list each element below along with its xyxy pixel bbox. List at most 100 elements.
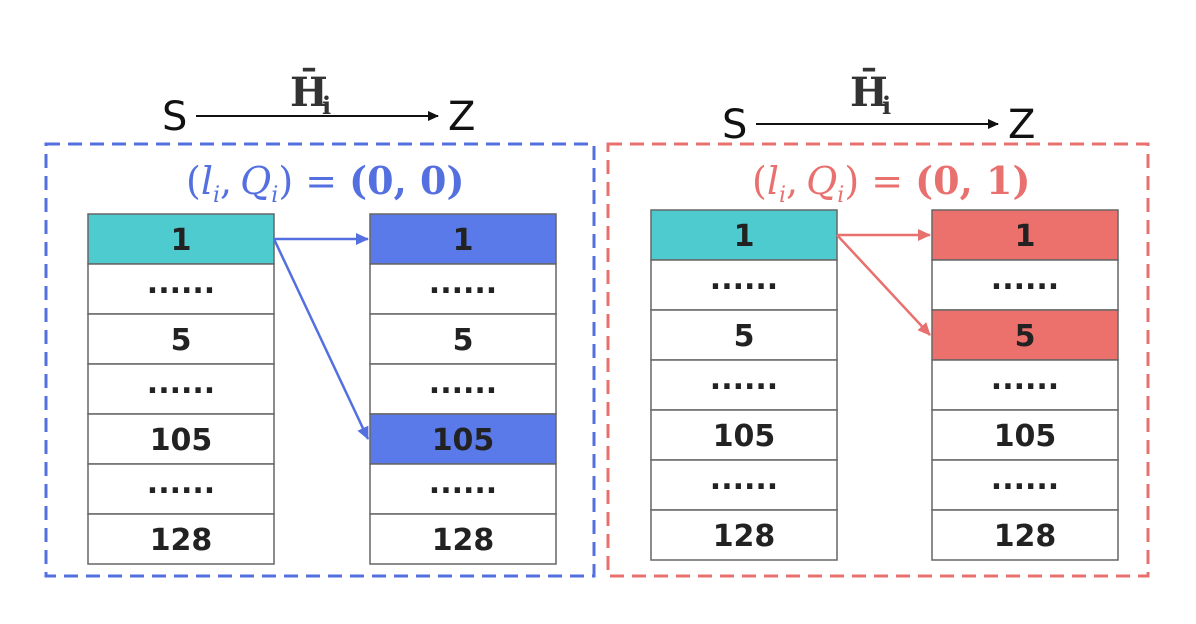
formula-rparen: ) <box>278 159 293 203</box>
table-cell: 105 <box>87 413 275 465</box>
formula-rparen: ) <box>844 159 859 203</box>
source-set-label: S <box>722 102 747 148</box>
formula-sep: , <box>786 159 798 203</box>
mapping-symbol: H̄ <box>290 69 328 116</box>
table-cell: 1 <box>931 209 1119 261</box>
cell-label: ...... <box>991 262 1059 297</box>
table-cell: 128 <box>931 509 1119 561</box>
formula-l-sub: i <box>779 183 786 208</box>
cell-box <box>369 513 557 565</box>
table-cell: 128 <box>650 509 838 561</box>
cell-label: 105 <box>994 419 1057 454</box>
cell-label: 128 <box>994 519 1057 554</box>
formula-lparen: ( <box>186 159 201 203</box>
mapping-subscript: i <box>882 91 891 120</box>
formula-equals: = <box>859 159 915 203</box>
cell-box <box>87 413 275 465</box>
table-cell: 5 <box>369 313 557 365</box>
cell-label: 105 <box>150 423 213 458</box>
table-cell: 128 <box>369 513 557 565</box>
panel-right: S Z H̄ i (li,Qi) = (0, 1) 1......5......… <box>606 69 1150 578</box>
formula-l: l <box>767 159 779 203</box>
formula-equals: = <box>293 159 349 203</box>
formula-l: l <box>201 159 213 203</box>
target-set-label: Z <box>448 94 475 140</box>
target-column: 1...... 5...... 105...... 128 <box>369 213 557 565</box>
formula-Q: Q <box>806 159 837 203</box>
cell-label: 5 <box>453 323 474 358</box>
table-cell: ...... <box>650 259 838 311</box>
table-cell: ...... <box>87 263 275 315</box>
table-cell: 105 <box>931 409 1119 461</box>
table-cell: ...... <box>931 259 1119 311</box>
cell-box <box>369 313 557 365</box>
cell-label: ...... <box>991 462 1059 497</box>
cell-box <box>931 459 1119 511</box>
table-cell: ...... <box>369 263 557 315</box>
table-cell: 128 <box>87 513 275 565</box>
table-cell: ...... <box>369 463 557 515</box>
formula-sep: , <box>220 159 232 203</box>
cell-label: 128 <box>150 523 213 558</box>
table-cell: 5 <box>650 309 838 361</box>
table-cell: 1 <box>369 213 557 265</box>
cell-label: ...... <box>429 466 497 501</box>
cell-box <box>87 313 275 365</box>
cell-label: 128 <box>432 523 495 558</box>
cell-label: 1 <box>734 219 755 254</box>
table-cell: 1 <box>87 213 275 265</box>
mapping-arrows <box>272 233 370 440</box>
cell-label: 1 <box>1015 219 1036 254</box>
cell-label: 105 <box>432 423 495 458</box>
table-cell: 105 <box>369 413 557 465</box>
formula-Q: Q <box>240 159 271 203</box>
cell-label: 128 <box>713 519 776 554</box>
mapping-subscript: i <box>322 91 331 120</box>
cell-label: ...... <box>429 366 497 401</box>
panel-frame <box>44 142 596 578</box>
cell-label: 1 <box>453 223 474 258</box>
cell-label: ...... <box>147 266 215 301</box>
table-cell: ...... <box>650 459 838 511</box>
cell-box <box>87 513 275 565</box>
formula-l-sub: i <box>213 183 220 208</box>
source-column: 1...... 5...... 105...... 128 <box>650 209 838 561</box>
mapping-arrow-line <box>272 238 370 440</box>
cell-label: ...... <box>147 466 215 501</box>
panel-left: S Z H̄ i (li,Qi) = (0, 0) 1......5......… <box>44 69 596 578</box>
cell-box <box>650 259 838 311</box>
formula-value: (0, 0) <box>349 158 464 203</box>
highlighted-cell-box <box>369 413 557 465</box>
cell-box <box>369 463 557 515</box>
condition-formula: (li,Qi) = (0, 0) <box>186 158 464 208</box>
cell-box <box>650 359 838 411</box>
table-cell: ...... <box>87 463 275 515</box>
highlighted-cell-box <box>931 209 1119 261</box>
cell-label: ...... <box>147 366 215 401</box>
cell-label: ...... <box>710 262 778 297</box>
cell-box <box>87 363 275 415</box>
formula-Q-sub: i <box>271 183 278 208</box>
cell-label: ...... <box>710 462 778 497</box>
highlighted-cell-box <box>650 209 838 261</box>
source-column: 1...... 5...... 105...... 128 <box>87 213 275 565</box>
highlighted-cell-box <box>369 213 557 265</box>
cell-label: 105 <box>713 419 776 454</box>
table-cell: 5 <box>87 313 275 365</box>
cell-label: 5 <box>171 323 192 358</box>
cell-box <box>931 409 1119 461</box>
mapping-arrow-line <box>836 234 931 336</box>
source-set-label: S <box>162 94 187 140</box>
table-cell: ...... <box>87 363 275 415</box>
formula-value: (0, 1) <box>915 158 1030 203</box>
target-column: 1......5......105......128 <box>931 209 1119 561</box>
table-cell: 105 <box>650 409 838 461</box>
cell-box <box>369 363 557 415</box>
cell-label: ...... <box>710 362 778 397</box>
target-set-label: Z <box>1008 102 1035 148</box>
formula-Q-sub: i <box>837 183 844 208</box>
table-cell: ...... <box>931 459 1119 511</box>
formula-lparen: ( <box>752 159 767 203</box>
cell-label: 5 <box>734 319 755 354</box>
